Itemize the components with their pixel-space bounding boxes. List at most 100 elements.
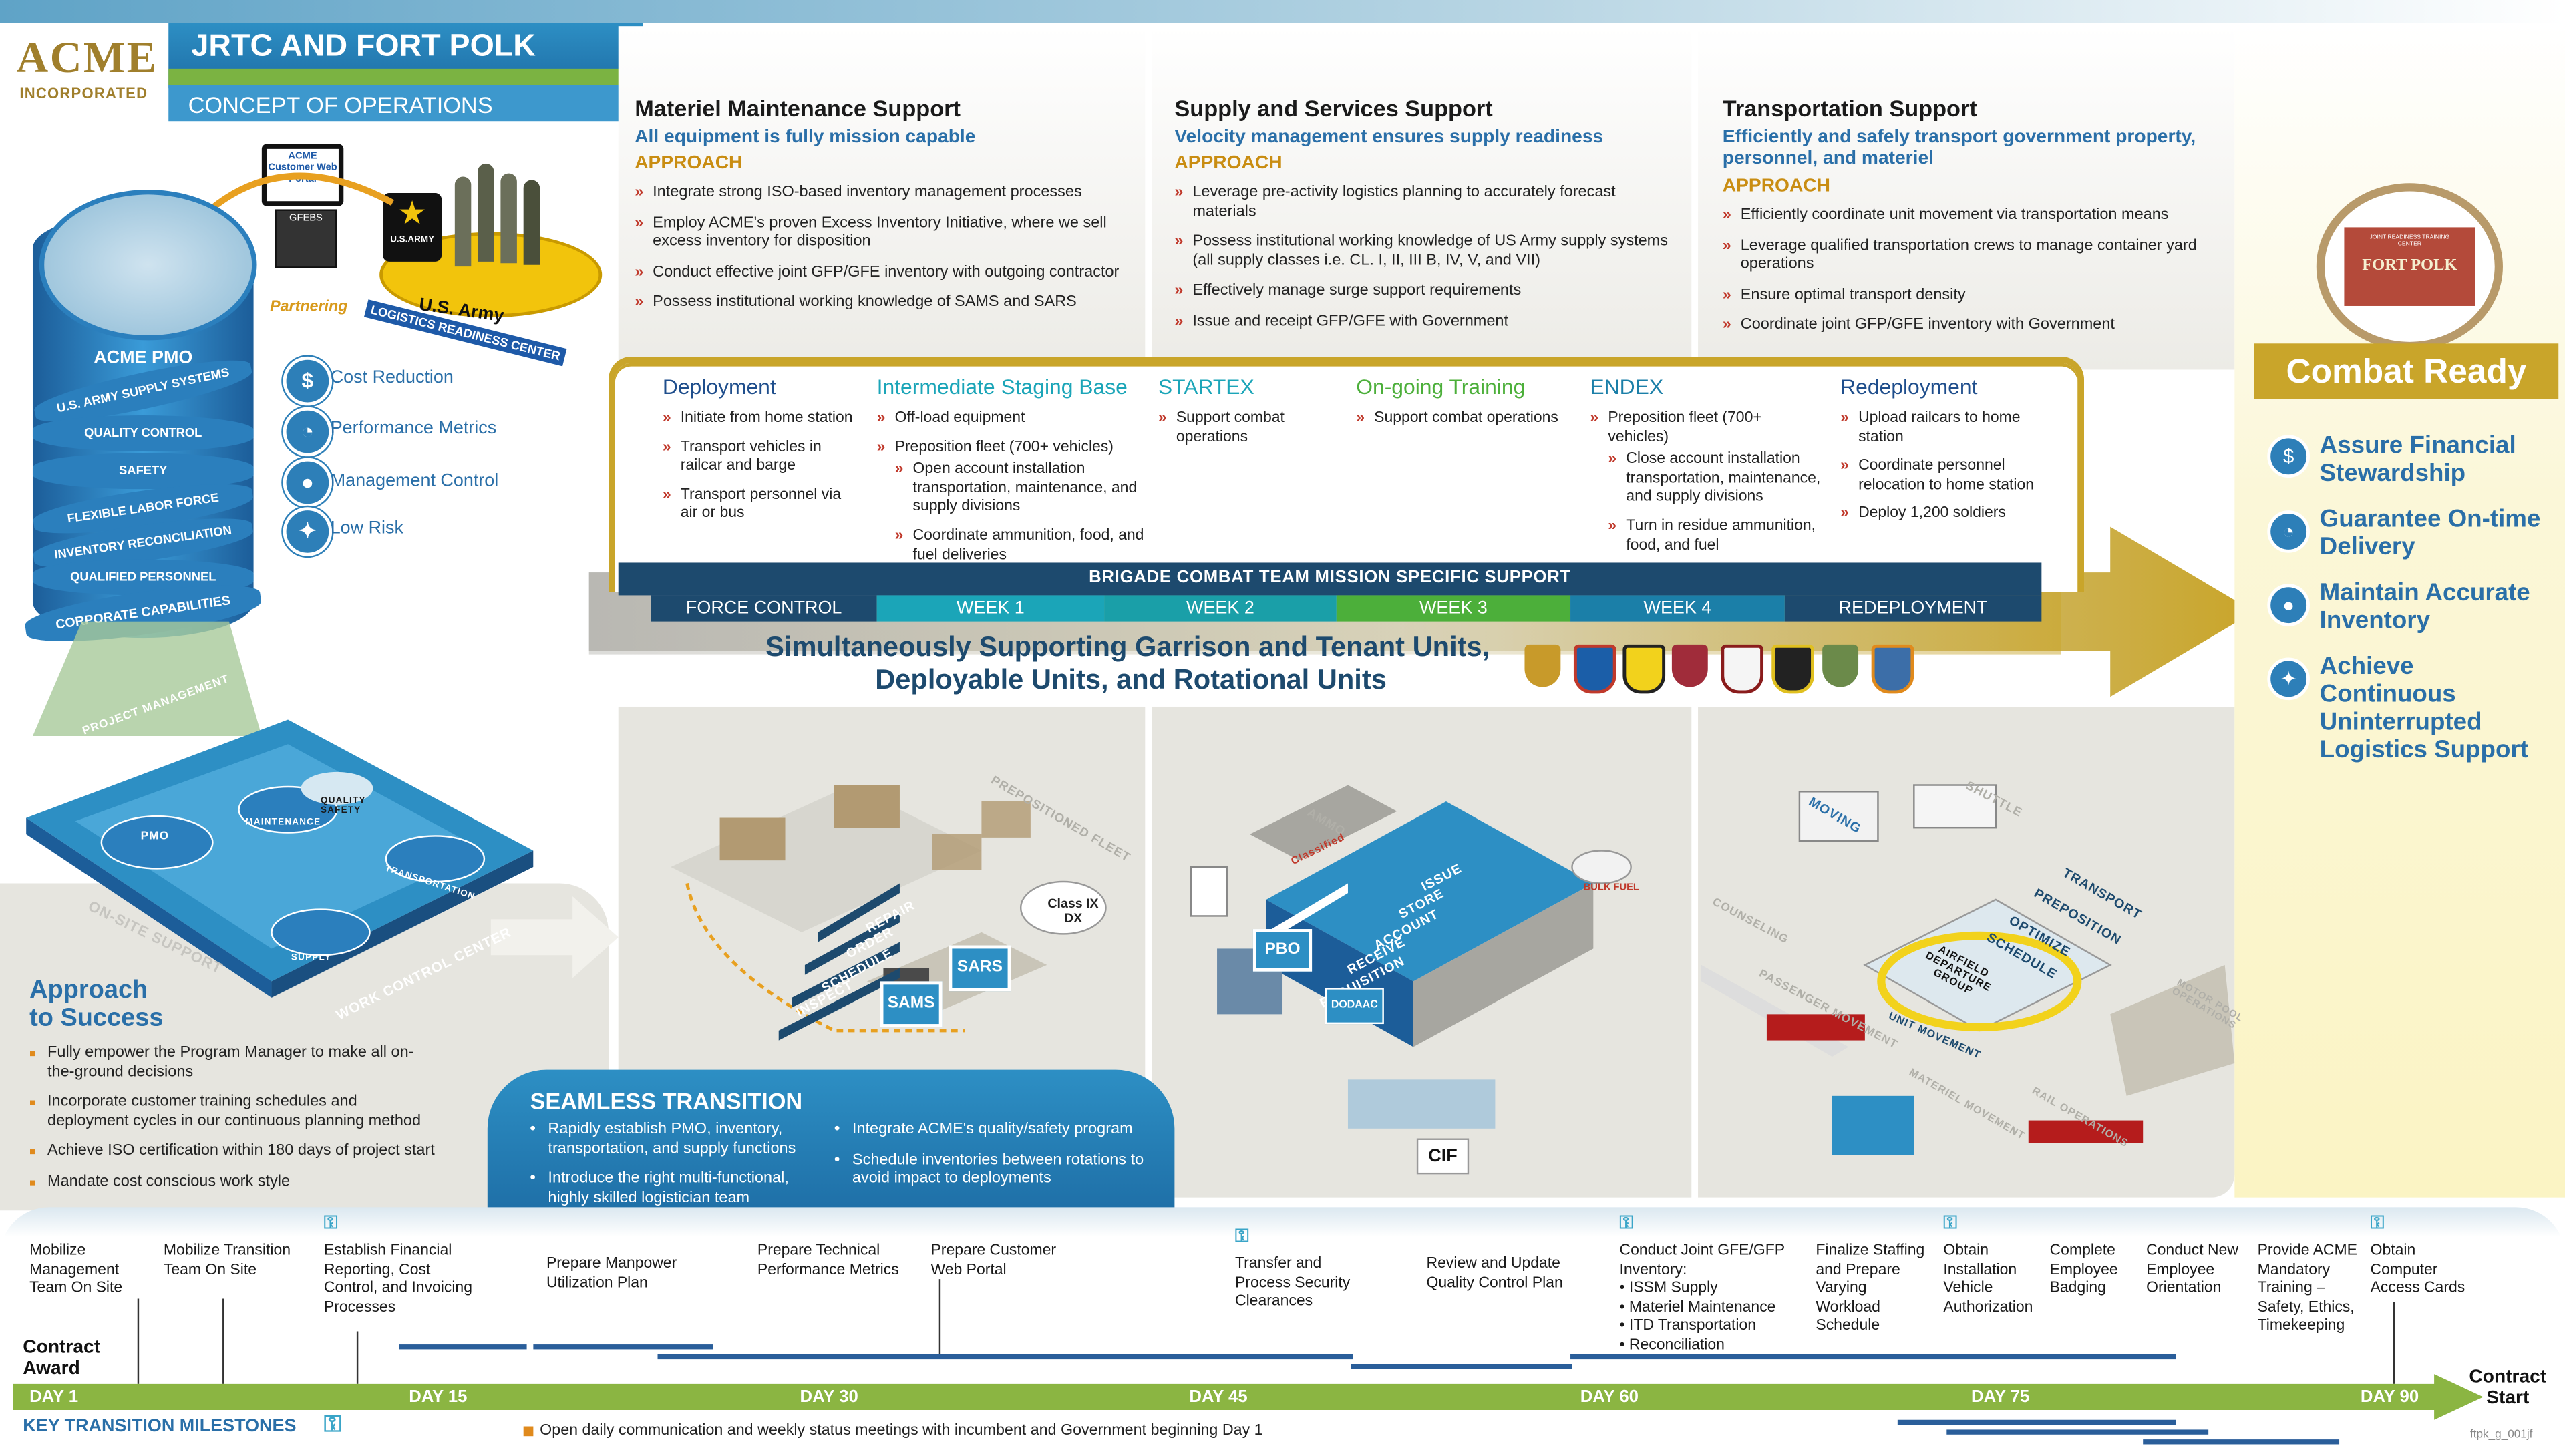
- scene-label: CIF: [1428, 1146, 1458, 1167]
- sign-top-text: JOINT READINESS TRAINING CENTER: [2369, 234, 2450, 247]
- approach-item: Conduct effective joint GFP/GFE inventor…: [635, 263, 1126, 282]
- cylinder-band: QUALIFIED PERSONNEL: [32, 559, 254, 596]
- approach-success-item: Incorporate customer training schedules …: [29, 1093, 438, 1131]
- phase-title: On-going Training: [1356, 374, 1526, 399]
- milestone: Obtain Installation Vehicle Authorizatio…: [1943, 1240, 2033, 1314]
- column-title: Transportation Support: [1722, 95, 1977, 122]
- inventory-item: • Materiel Maintenance: [1619, 1296, 1776, 1314]
- scene-label: BULK FUEL: [1583, 883, 1639, 894]
- milestone: Mobilize Transition Team On Site: [163, 1240, 291, 1277]
- phase-endex: ENDEX Preposition fleet (700+ vehicles) …: [1590, 375, 1822, 563]
- handshake-icon: ✦: [283, 507, 333, 556]
- task-bar: [2143, 1439, 2340, 1445]
- combat-ready-item: Achieve Continuous Uninterrupted Logisti…: [2319, 653, 2528, 764]
- benefit-label: Cost Reduction: [330, 368, 454, 388]
- inventory-item: • ISSM Supply: [1619, 1277, 1718, 1296]
- cylinder-band: SAFETY: [32, 453, 254, 490]
- task-bar: [1351, 1364, 1572, 1369]
- day-marker: DAY 45: [1189, 1387, 1248, 1407]
- unit-badge-icon: [1871, 644, 1914, 694]
- benefit-label: Management Control: [330, 471, 499, 491]
- seamless-item: Introduce the right multi-functional, hi…: [530, 1169, 824, 1208]
- phase-title: STARTEX: [1158, 374, 1254, 399]
- phase-subitem: Close account installation transportatio…: [1608, 448, 1822, 505]
- phase-subitem: Coordinate ammunition, food, and fuel de…: [895, 525, 1152, 563]
- contract-start: Contract Start: [2469, 1367, 2547, 1409]
- approach-item: Efficiently coordinate unit movement via…: [1723, 206, 2214, 225]
- page-title: JRTC AND FORT POLK: [191, 29, 536, 64]
- graphic-code: ftpk_g_001jf: [2469, 1429, 2533, 1441]
- inventory-item-text: Materiel Maintenance: [1629, 1296, 1776, 1314]
- phase-item: Preposition fleet (700+ vehicles) Open a…: [877, 436, 1152, 563]
- milestone: Conduct New Employee Orientation: [2146, 1240, 2238, 1296]
- scene-label: PBO: [1264, 940, 1301, 959]
- seamless-title: SEAMLESS TRANSITION: [530, 1087, 803, 1114]
- benefit-label: Low Risk: [330, 518, 403, 538]
- phase-startex: STARTEX Support combat operations: [1158, 375, 1330, 455]
- milestone: Prepare Technical Performance Metrics: [757, 1240, 899, 1277]
- contract-award: Contract Award: [23, 1338, 101, 1379]
- approach-title-1: Approach: [29, 976, 148, 1005]
- logo-sub: INCORPORATED: [19, 85, 148, 102]
- phase-ongoing-training: On-going Training Support combat operati…: [1356, 375, 1560, 436]
- phase-item: Transport personnel via air or bus: [663, 484, 859, 522]
- day-marker: DAY 1: [29, 1387, 79, 1407]
- milestone: Complete Employee Badging: [2049, 1240, 2118, 1296]
- unit-badge-icon: [1524, 644, 1561, 687]
- scene-label: Class IX DX: [1047, 896, 1099, 926]
- task-bar: [1897, 1419, 2176, 1425]
- header-gradient: [0, 0, 2565, 23]
- timeline-panel: [0, 1207, 2565, 1456]
- inventory-item: • Reconciliation: [1619, 1334, 1725, 1352]
- handshake-icon: ✦: [2267, 657, 2310, 701]
- day-marker: DAY 90: [2360, 1387, 2419, 1407]
- approach-success-item: Fully empower the Program Manager to mak…: [29, 1043, 438, 1081]
- approach-item: Effectively manage surge support require…: [1174, 282, 1673, 301]
- acme-logo: ACME INCORPORATED: [0, 23, 169, 122]
- platform-label: MAINTENANCE: [245, 817, 321, 828]
- task-bar: [657, 1354, 1353, 1360]
- milestone: Obtain Computer Access Cards: [2370, 1240, 2465, 1296]
- key-icon: ⚿: [1234, 1226, 1249, 1247]
- column-subtitle: Efficiently and safely transport governm…: [1722, 128, 2196, 169]
- milestone: Mobilize Management Team On Site: [29, 1240, 123, 1296]
- soldier-figures: [454, 163, 553, 278]
- combat-ready-title-bar: [2254, 343, 2559, 399]
- scene-label: SARS: [957, 958, 1003, 977]
- day-marker: DAY 15: [409, 1387, 468, 1407]
- milestone: Provide ACME Mandatory Training – Safety…: [2257, 1240, 2357, 1333]
- footnote-marker: [523, 1426, 534, 1437]
- key-icon: ⚿: [323, 1410, 341, 1437]
- approach-item: Possess institutional working knowledge …: [1174, 232, 1673, 270]
- phase-item: Support combat operations: [1356, 407, 1560, 426]
- approach-success-list: Fully empower the Program Manager to mak…: [29, 1043, 438, 1203]
- platform-label: QUALITY SAFETY: [321, 796, 366, 817]
- phase-title: ENDEX: [1590, 374, 1664, 399]
- phase-redeployment: Redeployment Upload railcars to home sta…: [1840, 375, 2037, 532]
- approach-item: Issue and receipt GFP/GFE with Governmen…: [1174, 313, 1673, 331]
- milestone-tick: [2393, 1302, 2395, 1384]
- arrow-text-line1: Simultaneously Supporting Garrison and T…: [765, 631, 1490, 663]
- week-force-control: FORCE CONTROL: [651, 595, 877, 622]
- gauge-icon: ◔: [2267, 510, 2310, 553]
- approach-label: APPROACH: [1174, 154, 1282, 174]
- phase-item: Coordinate personnel relocation to home …: [1840, 455, 2037, 493]
- pmo-label: ACME PMO: [94, 348, 193, 369]
- approach-item: Possess institutional working knowledge …: [635, 293, 1126, 312]
- pbo-monitor: PBO: [1252, 929, 1313, 972]
- week-1: WEEK 1: [876, 595, 1105, 622]
- dodaac-monitor: DODAAC: [1325, 988, 1384, 1025]
- column-subtitle: Velocity management ensures supply readi…: [1174, 128, 1604, 148]
- milestone-tick: [137, 1298, 140, 1384]
- unit-badge-icon: [1573, 644, 1616, 694]
- seamless-col1: Rapidly establish PMO, inventory, transp…: [530, 1121, 824, 1220]
- phase-deployment: Deployment Initiate from home station Tr…: [663, 375, 859, 532]
- dollar-icon: $: [2267, 435, 2310, 478]
- approach-arrow: [490, 896, 619, 978]
- people-icon: ●: [2267, 584, 2310, 626]
- column-title: Supply and Services Support: [1174, 95, 1493, 122]
- phase-item: Preposition fleet (700+ vehicles) Close …: [1590, 407, 1822, 553]
- transport-scene: [1701, 784, 2235, 1155]
- milestone: Conduct Joint GFE/GFP Inventory:: [1619, 1240, 1785, 1277]
- day-marker: DAY 30: [800, 1387, 858, 1407]
